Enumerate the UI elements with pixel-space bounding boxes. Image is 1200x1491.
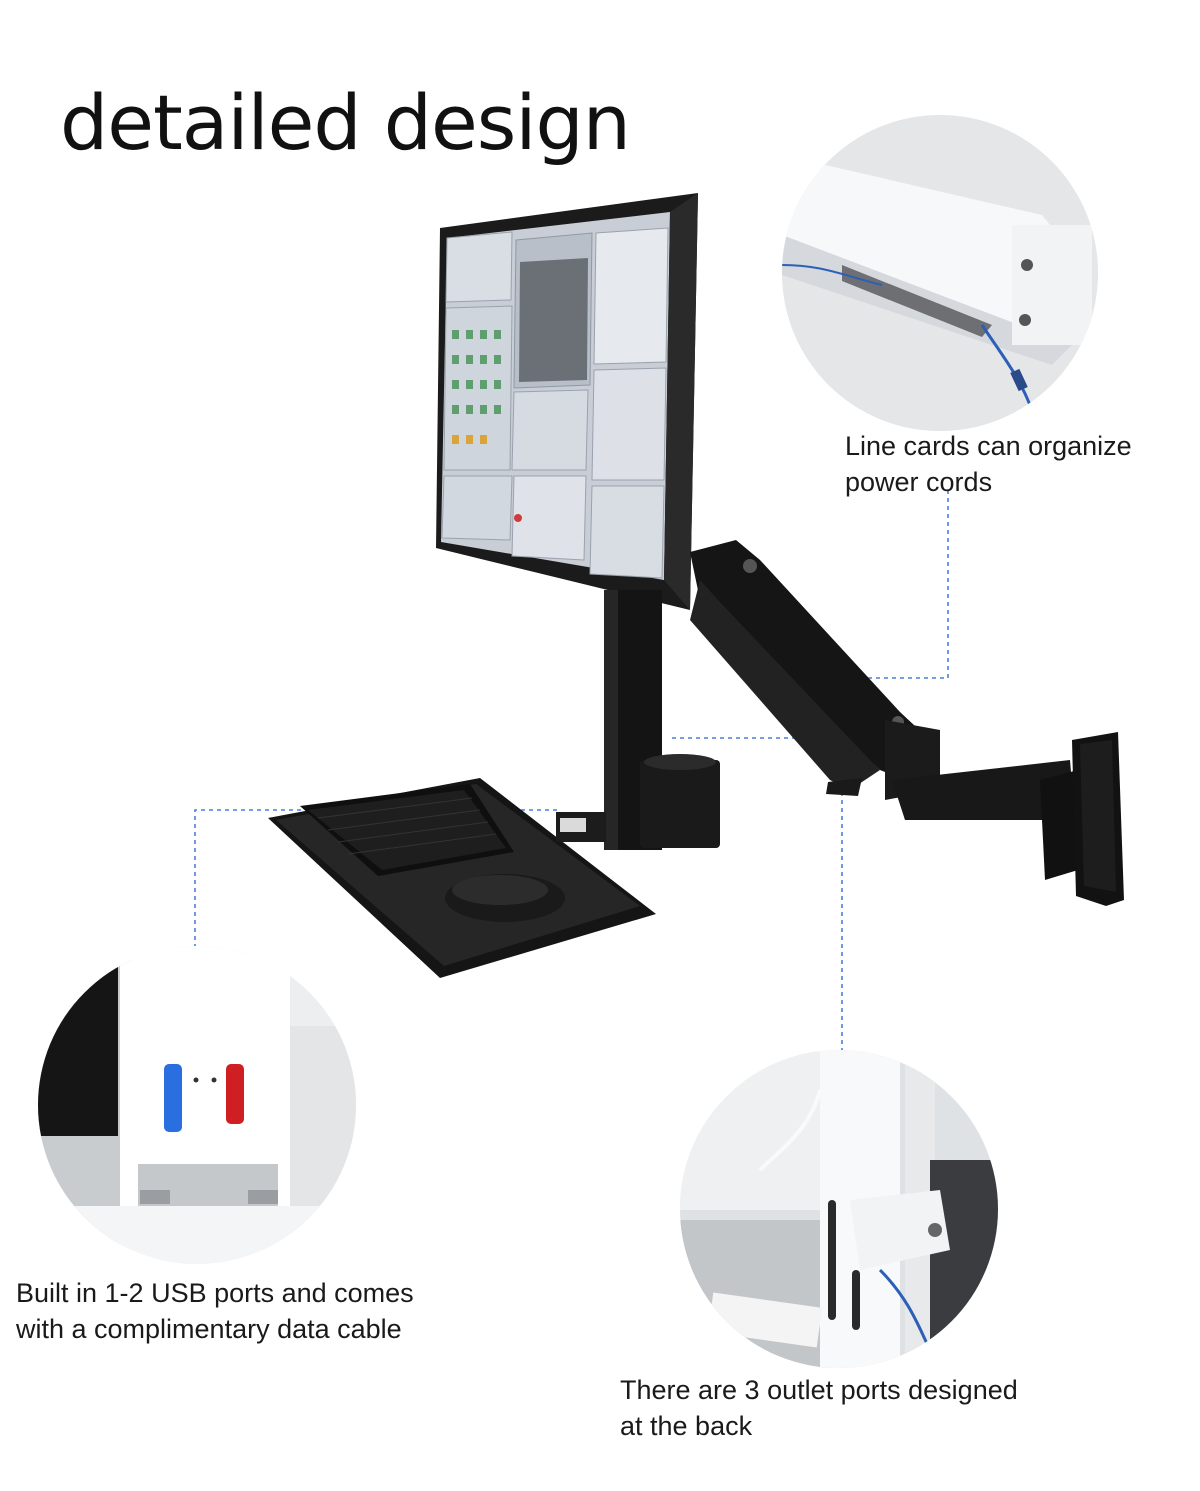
cable-management-detail xyxy=(782,115,1098,431)
outlet-caption-line-1: There are 3 outlet ports designed xyxy=(620,1375,1018,1405)
usb-ports-detail xyxy=(38,946,356,1264)
page-title: detailed design xyxy=(60,78,631,167)
cable-arm-closeup xyxy=(782,115,1098,431)
outlet-closeup xyxy=(680,1050,998,1368)
usb-caption-line-2: with a complimentary data cable xyxy=(16,1314,402,1344)
gas-spring-arm xyxy=(690,540,1124,906)
mount-pole xyxy=(604,590,720,850)
cable-caption-line-2: power cords xyxy=(845,467,993,497)
outlet-ports-detail xyxy=(680,1050,998,1368)
usb-red-plug xyxy=(226,1064,244,1124)
usb-blue-plug xyxy=(164,1064,182,1132)
outlet-caption: There are 3 outlet ports designed at the… xyxy=(620,1372,1018,1444)
keyboard-tray xyxy=(268,778,656,978)
cable-caption-line-1: Line cards can organize xyxy=(845,431,1132,461)
cable-caption: Line cards can organize power cords xyxy=(845,428,1132,500)
usb-caption-line-1: Built in 1-2 USB ports and comes xyxy=(16,1278,414,1308)
monitor xyxy=(436,193,698,610)
usb-caption: Built in 1-2 USB ports and comes with a … xyxy=(16,1275,414,1347)
outlet-caption-line-2: at the back xyxy=(620,1411,753,1441)
usb-closeup xyxy=(38,946,356,1264)
